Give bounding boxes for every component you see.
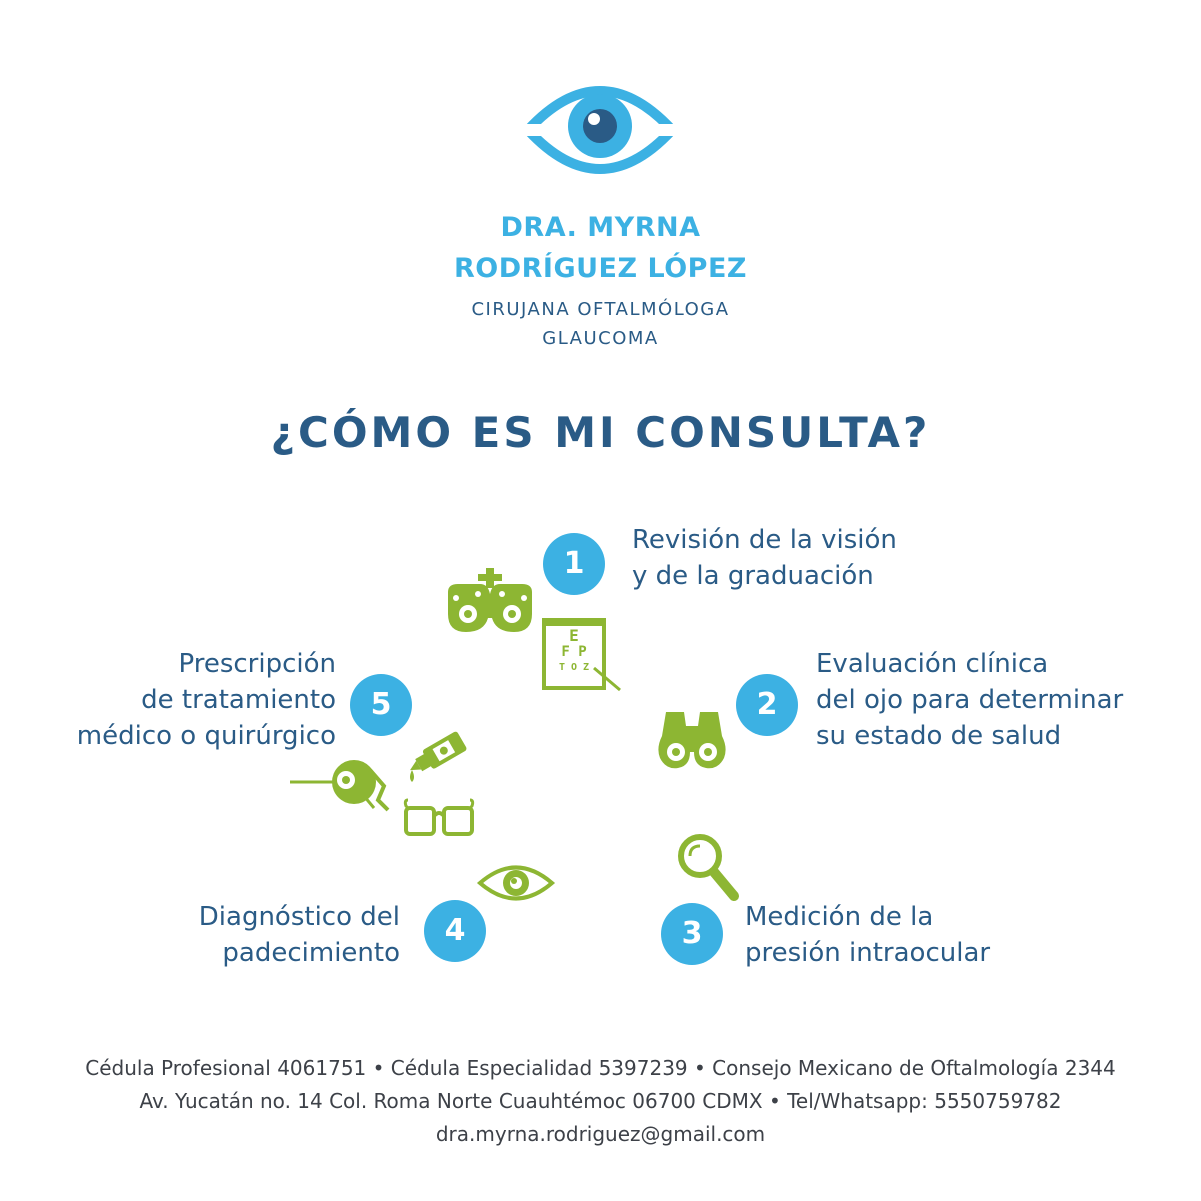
- step-4-line1: Diagnóstico del: [198, 902, 400, 932]
- step-1-line2: y de la graduación: [632, 561, 874, 591]
- eye-chart-icon: [542, 618, 621, 692]
- footer-email: dra.myrna.rodriguez@gmail.com: [435, 1122, 766, 1146]
- step-2-line1: Evaluación clínica: [816, 649, 1049, 679]
- step-1-line1: Revisión de la visión: [632, 525, 897, 555]
- step-5-text: Prescripción de tratamiento médico o qui…: [20, 646, 336, 754]
- step-2-number: 2: [736, 674, 798, 736]
- magnifier-icon: [678, 834, 739, 901]
- eye-chart-row1: E: [569, 626, 579, 645]
- step-5-number: 5: [350, 674, 412, 736]
- doctor-name-line2: RODRÍGUEZ LÓPEZ: [453, 253, 747, 284]
- specialty: CIRUJANA OFTALMÓLOGA: [471, 299, 730, 320]
- eye-chart-letters: E F P T O Z: [544, 628, 604, 676]
- step-2-line3: su estado de salud: [816, 721, 1062, 751]
- step-5-line2: de tratamiento: [141, 685, 336, 715]
- eye-icon: [476, 865, 556, 901]
- step-2-line2: del ojo para determinar: [816, 685, 1124, 715]
- footer-address: Av. Yucatán no. 14 Col. Roma Norte Cuauh…: [139, 1089, 1062, 1113]
- step-3-text: Medición de la presión intraocular: [745, 899, 990, 971]
- step-4-number: 4: [424, 900, 486, 962]
- page-title: ¿CÓMO ES MI CONSULTA?: [270, 408, 931, 457]
- step-4-text: Diagnóstico del padecimiento: [100, 899, 400, 971]
- step-1-text: Revisión de la visión y de la graduación: [632, 522, 897, 594]
- footer-credentials: Cédula Profesional 4061751 • Cédula Espe…: [85, 1056, 1116, 1080]
- step-3-number: 3: [661, 903, 723, 965]
- step-3-line1: Medición de la: [745, 902, 934, 932]
- subspecialty: GLAUCOMA: [542, 328, 659, 349]
- step-1-number: 1: [543, 533, 605, 595]
- binoculars-icon: [658, 712, 726, 769]
- step-3-line2: presión intraocular: [745, 938, 991, 968]
- eye-drops-icon: [410, 731, 467, 782]
- doctor-name-line1: DRA. MYRNA: [500, 212, 701, 243]
- laser-eye-icon: [290, 760, 390, 812]
- eye-chart-row2: F P: [561, 644, 587, 660]
- step-2-text: Evaluación clínica del ojo para determin…: [816, 646, 1123, 754]
- glasses-icon: [403, 798, 475, 836]
- step-5-line3: médico o quirúrgico: [76, 721, 336, 751]
- phoropter-icon: [448, 568, 532, 632]
- eye-chart-row3: T O Z: [558, 662, 590, 673]
- step-5-line1: Prescripción: [178, 649, 337, 679]
- step-4-line2: padecimiento: [222, 938, 400, 968]
- eye-logo-icon: [524, 86, 676, 174]
